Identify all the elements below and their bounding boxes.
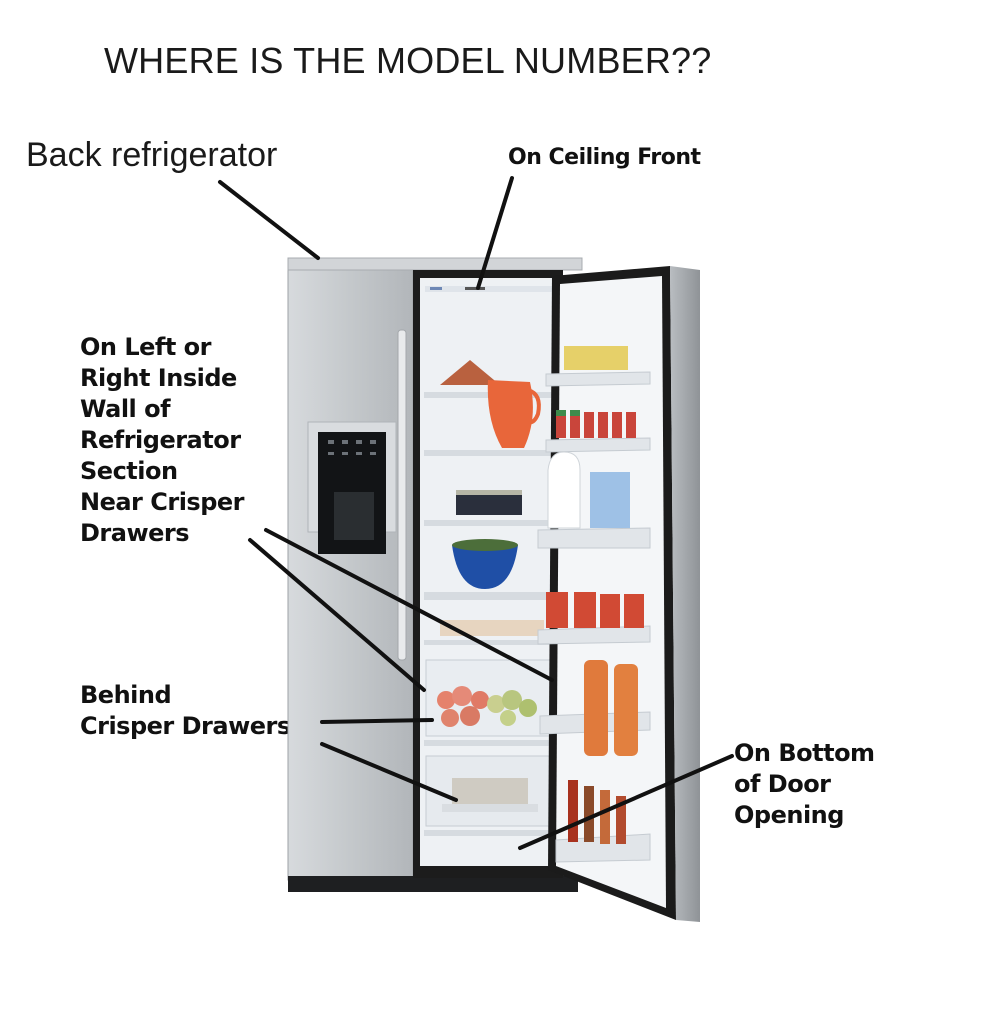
label-inside-wall: On Left or Right Inside Wall of Refriger…	[80, 332, 245, 549]
label-line: Opening	[734, 801, 844, 829]
label-line: On Left or	[80, 333, 212, 361]
juice-bottle	[614, 664, 638, 756]
label-line: On Ceiling Front	[508, 145, 701, 170]
leader-wall-right	[264, 528, 554, 682]
leader-behind-2	[320, 742, 458, 802]
leader-lines	[218, 176, 734, 850]
label-line: of Door	[734, 770, 831, 798]
freezer-handle	[397, 329, 407, 661]
label-line: Drawers	[80, 519, 190, 547]
label-line: Refrigerator	[80, 426, 241, 454]
leader-behind-1	[320, 718, 434, 724]
fresh-food-compartment	[413, 270, 563, 878]
label-ceiling-front: On Ceiling Front	[508, 142, 701, 173]
diagram-title: WHERE IS THE MODEL NUMBER??	[104, 40, 712, 81]
food-containers	[456, 493, 522, 515]
freezer-door	[287, 257, 583, 892]
label-line: Near Crisper	[80, 488, 245, 516]
orange-pitcher	[487, 380, 533, 448]
label-line: Section	[80, 457, 178, 485]
blue-bowl	[452, 545, 518, 589]
label-behind-crisper: Behind Crisper Drawers	[80, 680, 291, 742]
label-line: Right Inside	[80, 364, 237, 392]
leader-back	[218, 180, 320, 260]
label-line: Wall of	[80, 395, 171, 423]
milk-cartons	[590, 472, 630, 528]
label-back-refrigerator: Back refrigerator	[26, 136, 278, 174]
milk-jug	[547, 451, 581, 529]
label-line: Behind	[80, 681, 172, 709]
fridge-door-open	[537, 266, 700, 922]
leader-ceiling	[476, 176, 514, 290]
crisper-top	[440, 620, 544, 636]
leader-bottom	[518, 754, 734, 850]
juice-bottle	[584, 660, 608, 756]
label-bottom-door-opening: On Bottom of Door Opening	[734, 738, 875, 831]
food-cake	[440, 360, 500, 385]
label-line: On Bottom	[734, 739, 875, 767]
leader-wall-left	[248, 538, 426, 692]
door-butter	[564, 346, 628, 370]
label-line: Crisper Drawers	[80, 712, 291, 740]
